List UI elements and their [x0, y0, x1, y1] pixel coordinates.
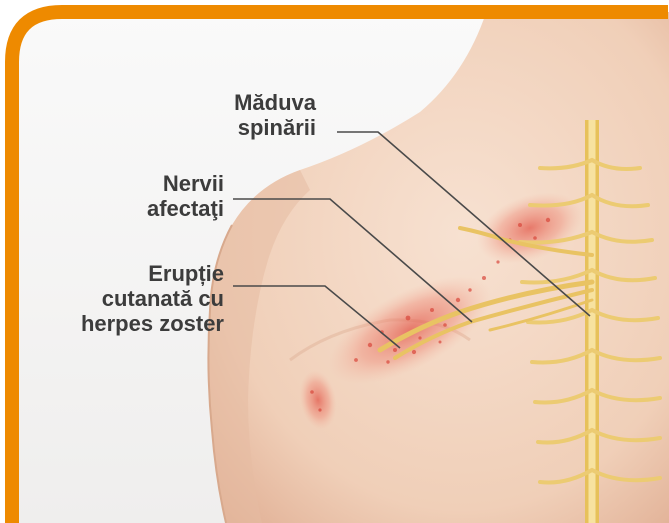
label-affected-nerves-line-2: afectaţi — [147, 196, 224, 221]
label-spinal-cord-line-2: spinării — [234, 115, 316, 140]
label-spinal-cord: Măduva spinării — [234, 90, 316, 140]
label-rash-line-1: Erupție — [81, 261, 224, 286]
label-affected-nerves-line-1: Nervii — [147, 171, 224, 196]
label-rash-line-3: herpes zoster — [81, 311, 224, 336]
label-rash-line-2: cutanată cu — [81, 286, 224, 311]
label-spinal-cord-line-1: Măduva — [234, 90, 316, 115]
label-shingles-rash: Erupție cutanată cu herpes zoster — [81, 261, 224, 336]
label-affected-nerves: Nervii afectaţi — [147, 171, 224, 221]
